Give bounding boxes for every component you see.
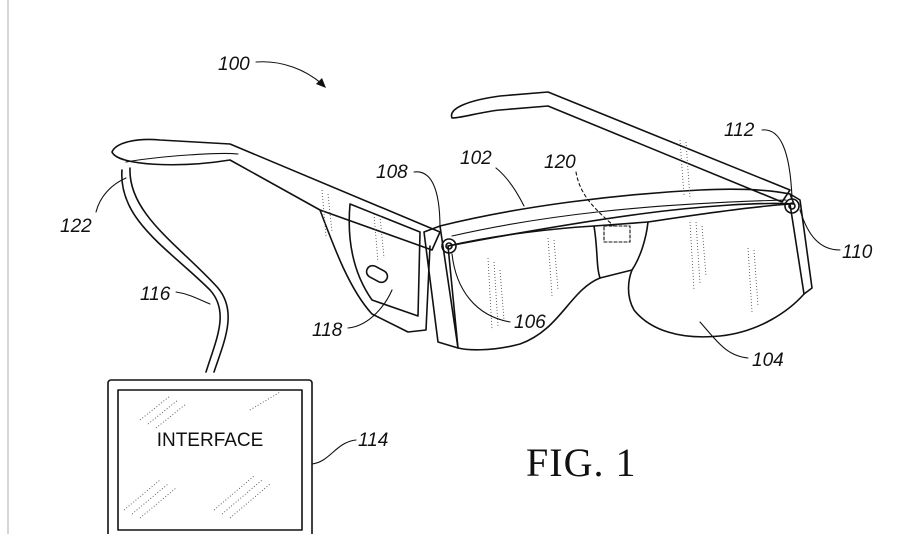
nose-bridge: [593, 221, 649, 279]
figure-caption: FIG. 1: [526, 440, 636, 485]
interface-label: INTERFACE: [157, 430, 264, 451]
ref-106: 106: [514, 312, 546, 333]
ref-120: 120: [544, 152, 576, 173]
sensor-right: [784, 198, 800, 214]
glasses-drawing: [111, 91, 813, 351]
ref-122: 122: [60, 216, 92, 237]
reference-numerals: 100 102 120 108 112 110 106 118 104 122 …: [60, 54, 873, 451]
ref-110: 110: [842, 242, 873, 263]
ref-100: 100: [218, 54, 250, 75]
lens-shading: [321, 139, 759, 331]
lens-right: [627, 203, 805, 338]
side-display: [348, 203, 421, 317]
side-display-button: [365, 264, 389, 284]
ref-108: 108: [376, 162, 408, 183]
ref-112: 112: [724, 120, 755, 141]
left-temple: [111, 138, 441, 333]
ref-114: 114: [358, 430, 388, 451]
interface-device: INTERFACE: [107, 379, 313, 539]
frame-inner-edge: [451, 199, 787, 237]
ref-102: 102: [460, 148, 492, 169]
ref-118: 118: [312, 320, 343, 341]
ref-104: 104: [752, 350, 784, 371]
right-temple: [450, 91, 791, 203]
reference-leaders: [95, 61, 841, 465]
hinge-right: [789, 193, 813, 295]
cable: [121, 169, 221, 373]
temple-tip-edge: [125, 152, 239, 163]
bridge-component: [603, 225, 631, 243]
sensor-left: [441, 238, 457, 254]
ref-116: 116: [140, 284, 171, 305]
